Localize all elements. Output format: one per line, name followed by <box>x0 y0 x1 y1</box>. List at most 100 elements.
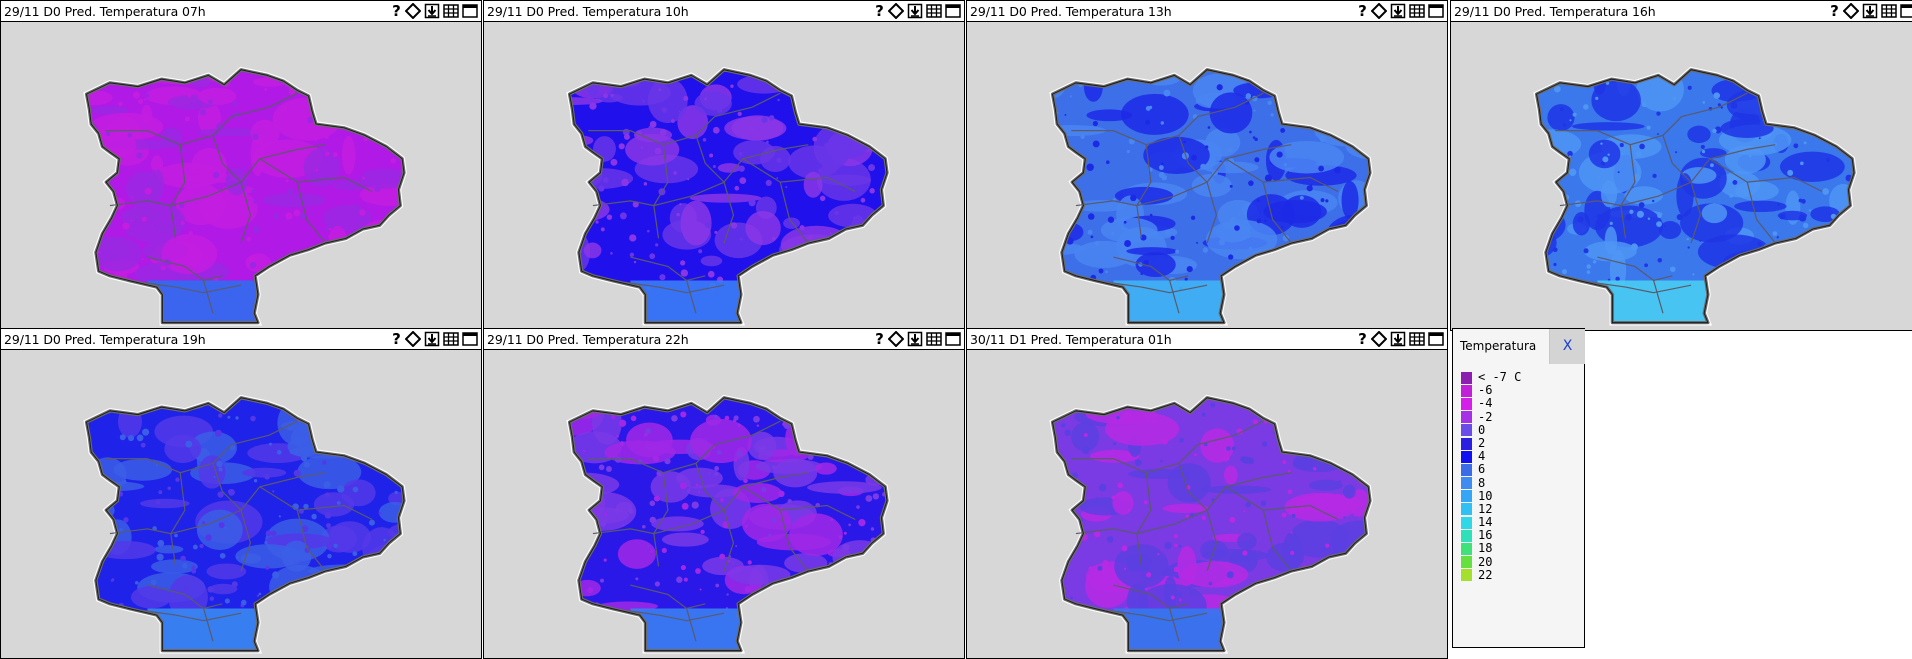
legend-swatch <box>1461 463 1472 476</box>
pan-icon[interactable] <box>1843 3 1859 19</box>
help-icon[interactable]: ? <box>392 2 401 20</box>
map-area[interactable] <box>484 350 964 658</box>
temperature-map <box>1049 66 1373 326</box>
panel-toolbar: ? <box>1829 3 1912 19</box>
legend-swatch <box>1461 411 1472 424</box>
map-area[interactable] <box>967 22 1447 330</box>
panel-titlebar[interactable]: 30/11 D1 Pred. Temperatura 01h? <box>967 329 1447 350</box>
legend-swatch <box>1461 503 1472 516</box>
map-panel[interactable]: 29/11 D0 Pred. Temperatura 07h? <box>0 0 482 331</box>
download-icon[interactable] <box>1390 3 1406 19</box>
pan-icon[interactable] <box>1371 3 1387 19</box>
window-icon[interactable] <box>1900 3 1912 19</box>
window-icon[interactable] <box>945 331 961 347</box>
legend-label: 12 <box>1478 501 1493 516</box>
download-icon[interactable] <box>424 3 440 19</box>
pan-icon[interactable] <box>405 3 421 19</box>
map-area[interactable] <box>967 350 1447 658</box>
legend-entry: 4 <box>1453 449 1584 464</box>
legend-entry: 2 <box>1453 435 1584 450</box>
legend-header: Temperatura X <box>1453 329 1586 364</box>
pan-icon[interactable] <box>405 331 421 347</box>
panel-titlebar[interactable]: 29/11 D0 Pred. Temperatura 16h? <box>1451 1 1912 22</box>
legend-entry: 10 <box>1453 488 1584 503</box>
help-icon[interactable]: ? <box>875 2 884 20</box>
map-area[interactable] <box>1451 22 1912 330</box>
legend-entry: 6 <box>1453 462 1584 477</box>
panel-title: 29/11 D0 Pred. Temperatura 07h <box>4 4 206 19</box>
pan-icon[interactable] <box>888 331 904 347</box>
download-icon[interactable] <box>907 3 923 19</box>
table-icon[interactable] <box>926 3 942 19</box>
legend-label: 6 <box>1478 462 1486 477</box>
legend-title: Temperatura <box>1453 329 1550 364</box>
temperature-map <box>83 66 407 326</box>
panel-titlebar[interactable]: 29/11 D0 Pred. Temperatura 07h? <box>1 1 481 22</box>
legend-label: 22 <box>1478 567 1493 582</box>
legend-label: 2 <box>1478 435 1486 450</box>
legend-label: 0 <box>1478 422 1486 437</box>
temperature-map <box>83 394 407 654</box>
help-icon[interactable]: ? <box>875 330 884 348</box>
window-icon[interactable] <box>462 331 478 347</box>
legend-entry: 14 <box>1453 515 1584 530</box>
legend-label: < -7 C <box>1478 370 1522 384</box>
download-icon[interactable] <box>1390 331 1406 347</box>
panel-toolbar: ? <box>874 3 961 19</box>
legend-label: 8 <box>1478 475 1486 490</box>
map-panel[interactable]: 29/11 D0 Pred. Temperatura 22h? <box>483 328 965 659</box>
legend-entry: -6 <box>1453 383 1584 398</box>
temperature-map <box>1049 394 1373 654</box>
download-icon[interactable] <box>907 331 923 347</box>
download-icon[interactable] <box>1862 3 1878 19</box>
legend-label: 10 <box>1478 488 1493 503</box>
help-icon[interactable]: ? <box>1358 2 1367 20</box>
window-icon[interactable] <box>462 3 478 19</box>
legend-label: 18 <box>1478 541 1493 556</box>
table-icon[interactable] <box>1409 331 1425 347</box>
map-panel[interactable]: 29/11 D0 Pred. Temperatura 16h? <box>1450 0 1912 331</box>
temperature-map <box>1533 66 1857 326</box>
table-icon[interactable] <box>1409 3 1425 19</box>
help-icon[interactable]: ? <box>392 330 401 348</box>
map-panel[interactable]: 29/11 D0 Pred. Temperatura 10h? <box>483 0 965 331</box>
legend-swatch <box>1461 450 1472 463</box>
legend-swatch <box>1461 477 1472 490</box>
legend-label: -6 <box>1478 383 1493 398</box>
table-icon[interactable] <box>1881 3 1897 19</box>
legend-close-button[interactable]: X <box>1550 329 1585 364</box>
window-icon[interactable] <box>945 3 961 19</box>
panel-titlebar[interactable]: 29/11 D0 Pred. Temperatura 19h? <box>1 329 481 350</box>
map-area[interactable] <box>484 22 964 330</box>
panel-titlebar[interactable]: 29/11 D0 Pred. Temperatura 13h? <box>967 1 1447 22</box>
map-area[interactable] <box>1 22 481 330</box>
map-panel[interactable]: 29/11 D0 Pred. Temperatura 13h? <box>966 0 1448 331</box>
legend-swatch <box>1461 371 1472 384</box>
pan-icon[interactable] <box>888 3 904 19</box>
panel-titlebar[interactable]: 29/11 D0 Pred. Temperatura 22h? <box>484 329 964 350</box>
panel-title: 29/11 D0 Pred. Temperatura 16h <box>1454 4 1656 19</box>
legend-entry: 22 <box>1453 567 1584 582</box>
temperature-map <box>566 394 890 654</box>
window-icon[interactable] <box>1428 331 1444 347</box>
legend-entry: 16 <box>1453 528 1584 542</box>
table-icon[interactable] <box>443 331 459 347</box>
map-area[interactable] <box>1 350 481 658</box>
panel-title: 29/11 D0 Pred. Temperatura 22h <box>487 332 689 347</box>
window-icon[interactable] <box>1428 3 1444 19</box>
map-panel[interactable]: 29/11 D0 Pred. Temperatura 19h? <box>0 328 482 659</box>
legend-swatch <box>1461 556 1472 569</box>
table-icon[interactable] <box>926 331 942 347</box>
legend-label: 14 <box>1478 515 1493 530</box>
legend-swatch <box>1461 543 1472 556</box>
download-icon[interactable] <box>424 331 440 347</box>
table-icon[interactable] <box>443 3 459 19</box>
help-icon[interactable]: ? <box>1358 330 1367 348</box>
help-icon[interactable]: ? <box>1830 2 1839 20</box>
map-panel[interactable]: 30/11 D1 Pred. Temperatura 01h? <box>966 328 1448 659</box>
legend-entry: 8 <box>1453 475 1584 490</box>
pan-icon[interactable] <box>1371 331 1387 347</box>
legend-label: 4 <box>1478 449 1486 464</box>
panel-titlebar[interactable]: 29/11 D0 Pred. Temperatura 10h? <box>484 1 964 22</box>
